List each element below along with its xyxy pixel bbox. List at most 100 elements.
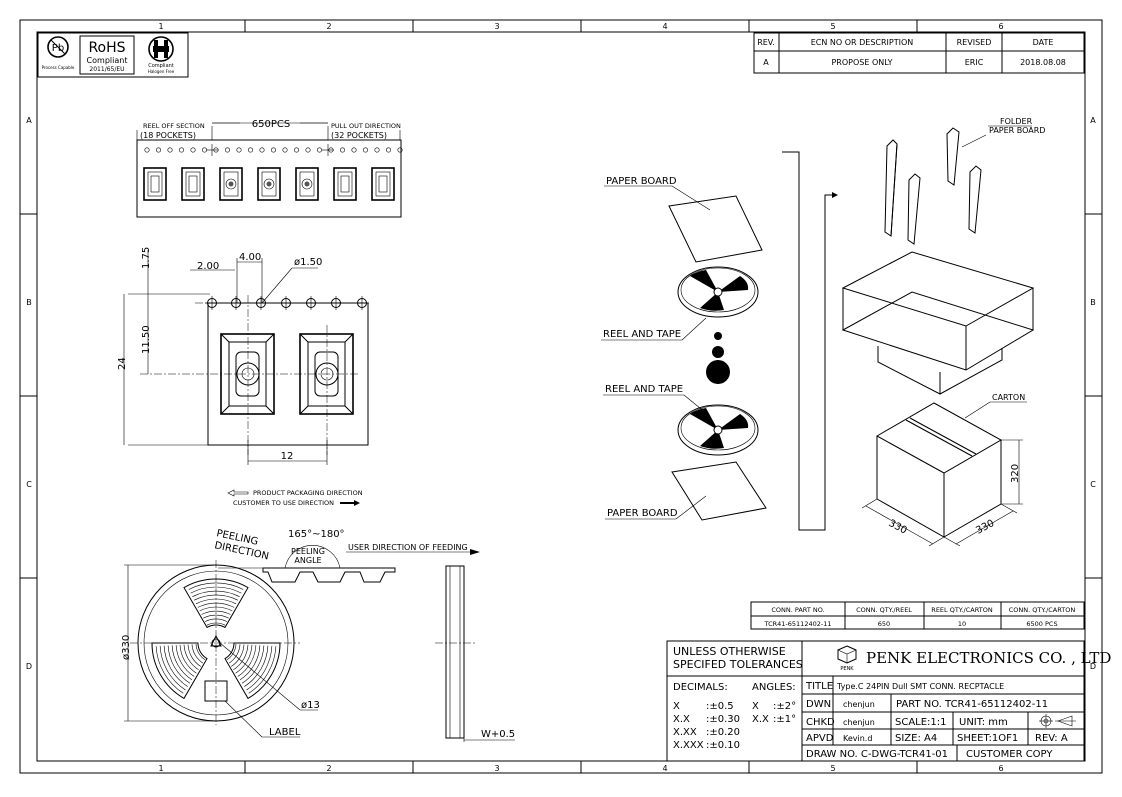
sprocket-hole bbox=[156, 147, 162, 153]
rohs-line2: 2011/65/EU bbox=[89, 66, 124, 73]
rohs-line1: Compliant bbox=[87, 56, 128, 65]
tape-pocket bbox=[371, 167, 395, 201]
pb-free-icon: Pb Process Capable bbox=[42, 36, 75, 70]
tape-pocket bbox=[143, 167, 167, 201]
sprocket-hole bbox=[374, 147, 380, 153]
folder-paper-label: PAPER BOARD bbox=[989, 126, 1045, 135]
unit: UNIT: mm bbox=[959, 717, 1008, 728]
sprocket-hole bbox=[362, 147, 368, 153]
tape-pocket bbox=[295, 167, 319, 201]
row-label-a: A bbox=[26, 116, 32, 125]
pb-text: Pb bbox=[52, 43, 64, 54]
folder-label: FOLDER bbox=[1000, 117, 1033, 126]
dim-11-50: 11.50 bbox=[141, 325, 152, 354]
carton-box bbox=[875, 402, 1003, 538]
tolerance-cell: X.XX bbox=[673, 727, 697, 738]
sheet: SHEET:1OF1 bbox=[957, 733, 1018, 744]
tolerance-cell: :±0.10 bbox=[706, 740, 740, 751]
rev-revised-by: ERIC bbox=[965, 58, 984, 67]
qty-header-per-reel: CONN. QTY./REEL bbox=[856, 606, 912, 614]
sprocket-hole bbox=[225, 147, 231, 153]
reel-spoke bbox=[151, 642, 208, 700]
tolerance-cell: :±2° bbox=[773, 701, 796, 712]
tolerance-cell: X.X bbox=[673, 714, 690, 725]
paper-board-bottom bbox=[671, 461, 767, 521]
sprocket-hole bbox=[248, 147, 254, 153]
col-label-1: 1 bbox=[158, 22, 163, 31]
open-box bbox=[841, 251, 1035, 395]
rev-header-desc: ECN NO OR DESCRIPTION bbox=[811, 38, 914, 47]
row-label-c-right: C bbox=[1090, 480, 1096, 489]
projection-symbol-icon bbox=[1039, 714, 1076, 728]
pcs-count: 650PCS bbox=[252, 119, 290, 130]
tolerance-cell: :±0.30 bbox=[706, 714, 740, 725]
chkd-label: CHKD bbox=[806, 717, 835, 728]
qty-header-part: CONN. PART NO. bbox=[771, 606, 824, 614]
user-direction: USER DIRECTION OF FEEDING bbox=[348, 543, 468, 552]
company-name: PENK ELECTRONICS CO. , LTD bbox=[866, 649, 1111, 667]
apvd-label: APVD bbox=[806, 733, 834, 744]
paper-board-bottom-label: PAPER BOARD bbox=[607, 508, 678, 519]
sprocket-hole bbox=[179, 147, 185, 153]
tolerance-cell: X bbox=[752, 701, 759, 712]
sprocket-hole bbox=[190, 147, 196, 153]
reel-spoke bbox=[224, 642, 281, 700]
tape-pocket bbox=[181, 167, 205, 201]
dim-2-00: 2.00 bbox=[197, 261, 219, 272]
title-block: UNLESS OTHERWISE SPECIFED TOLERANCES DEC… bbox=[666, 640, 1111, 762]
dim-12: 12 bbox=[281, 451, 294, 462]
sprocket-hole bbox=[167, 147, 173, 153]
quantity-table: CONN. PART NO. CONN. QTY./REEL REEL QTY.… bbox=[750, 601, 1085, 630]
peeling-angle-2: ANGLE bbox=[294, 556, 321, 565]
folder-strips bbox=[884, 127, 982, 245]
part-number: PART NO. TCR41-65112402-11 bbox=[896, 699, 1048, 710]
copy-type: CUSTOMER COPY bbox=[966, 749, 1053, 760]
reel-view: ø330 ø13 LABEL PEELING DIRECTION 165°~18… bbox=[121, 528, 515, 742]
sprocket-hole bbox=[397, 147, 403, 153]
col-label-3: 3 bbox=[494, 22, 499, 31]
direction-notes: PRODUCT PACKAGING DIRECTION CUSTOMER TO … bbox=[227, 489, 363, 507]
rev-date: 2018.08.08 bbox=[1020, 58, 1066, 67]
sprocket-hole bbox=[316, 147, 322, 153]
col-label-3-bottom: 3 bbox=[494, 764, 499, 773]
dim-reel-diameter: ø330 bbox=[121, 635, 132, 660]
sprocket-hole bbox=[282, 147, 288, 153]
row-label-d-right: D bbox=[1090, 662, 1096, 671]
col-label-2: 2 bbox=[326, 22, 331, 31]
halogen-free-icon: Compliant Halogen Free bbox=[148, 36, 175, 74]
tolerance-cell: :±0.5 bbox=[706, 701, 734, 712]
tolerance-line2: SPECIFED TOLERANCES bbox=[673, 658, 803, 671]
dim-width: W+0.5 bbox=[481, 729, 515, 740]
row-label-d: D bbox=[26, 662, 32, 671]
logo-text: PENK bbox=[840, 666, 854, 672]
qty-part-no: TCR41-65112402-11 bbox=[764, 620, 832, 628]
scale: SCALE:1:1 bbox=[895, 717, 947, 728]
sprocket-hole bbox=[305, 147, 311, 153]
sprocket-hole bbox=[385, 147, 391, 153]
tape-pocket bbox=[333, 167, 357, 201]
rev-description: PROPOSE ONLY bbox=[831, 58, 892, 67]
dim-hub-diameter: ø13 bbox=[301, 700, 320, 711]
col-label-5-bottom: 5 bbox=[830, 764, 835, 773]
tape-detail: 1.75 2.00 4.00 ø1.50 11.50 24 12 bbox=[117, 247, 369, 465]
pb-caption: Process Capable bbox=[42, 65, 75, 70]
halogen-line1: Compliant bbox=[148, 63, 174, 69]
rev-header-date: DATE bbox=[1033, 38, 1054, 47]
dim-hole: ø1.50 bbox=[294, 257, 322, 268]
qty-header-conn-carton: CONN. QTY./CARTON bbox=[1009, 606, 1076, 614]
dwn-label: DWN bbox=[806, 699, 831, 710]
exploded-packaging: PAPER BOARD REEL AND TAPE REEL AND TAPE bbox=[601, 151, 838, 531]
col-label-4-bottom: 4 bbox=[662, 764, 667, 773]
customer-direction: CUSTOMER TO USE DIRECTION bbox=[233, 499, 334, 507]
company-logo-icon: PENK bbox=[837, 645, 857, 672]
tape-pocket bbox=[219, 167, 243, 201]
paper-board-top bbox=[668, 195, 763, 263]
dim-4-00: 4.00 bbox=[239, 252, 261, 263]
col-label-6: 6 bbox=[998, 22, 1003, 31]
row-label-b: B bbox=[26, 298, 32, 307]
carton-label: CARTON bbox=[992, 393, 1025, 402]
reel-tape-label-1: REEL AND TAPE bbox=[603, 329, 681, 340]
rev-header-rev: REV. bbox=[757, 38, 775, 47]
